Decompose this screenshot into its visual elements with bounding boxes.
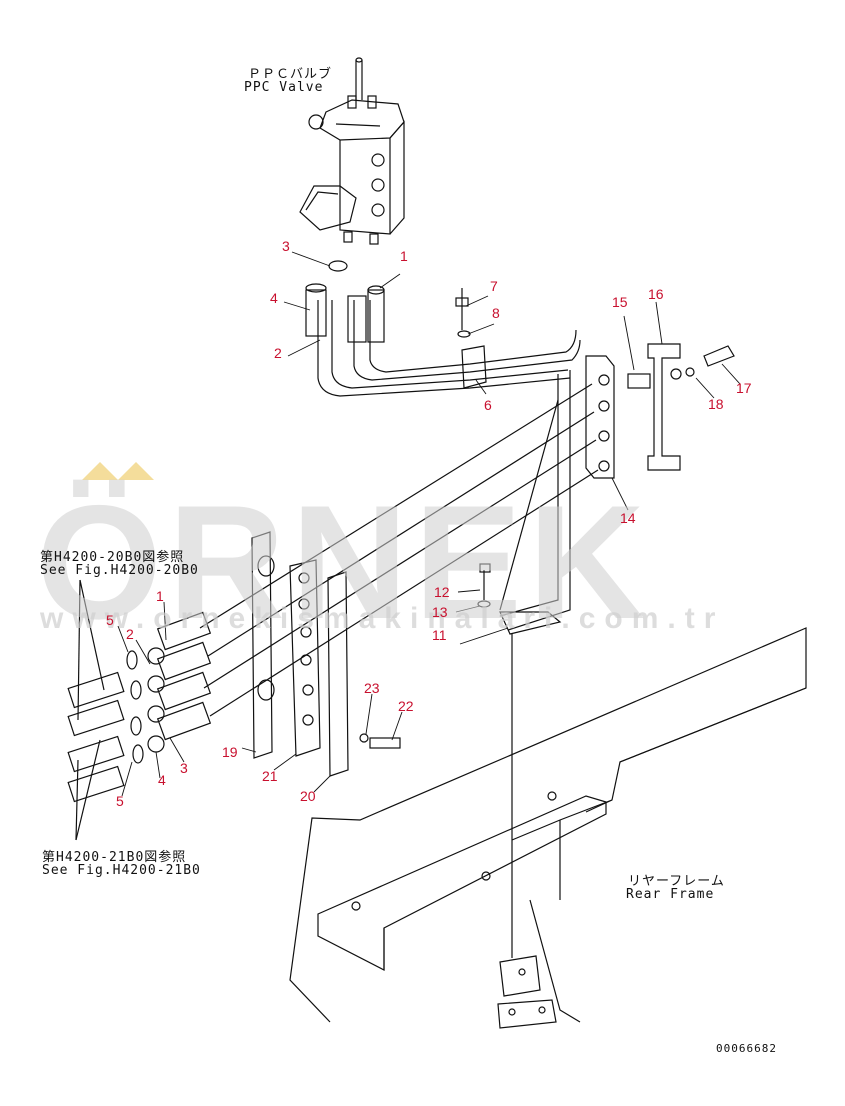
part-number-3-left: 3 (180, 760, 188, 776)
part-number-17: 17 (736, 380, 752, 396)
part-number-6: 6 (484, 397, 492, 413)
part-number-5-top: 5 (106, 612, 114, 628)
part-number-16: 16 (648, 286, 664, 302)
bracket-16 (627, 343, 735, 471)
part-number-19: 19 (222, 744, 238, 760)
ppc-valve (299, 57, 405, 245)
watermark-url: www.ornekismakinalari.com.tr (40, 602, 725, 635)
bracket-14 (499, 355, 615, 635)
part-number-18: 18 (708, 396, 724, 412)
part-number-13: 13 (432, 604, 448, 620)
part-number-1-top: 1 (400, 248, 408, 264)
part-number-8: 8 (492, 305, 500, 321)
part-number-1-left: 1 (156, 588, 164, 604)
rear-frame-label-en: Rear Frame (626, 887, 715, 902)
ppc-valve-label-en: PPC Valve (244, 80, 324, 95)
part-number-21: 21 (262, 768, 278, 784)
fig21-label-en: See Fig.H4200-21B0 (42, 863, 201, 878)
part-number-22: 22 (398, 698, 414, 714)
part-number-3-top: 3 (282, 238, 290, 254)
part-number-11: 11 (432, 627, 447, 643)
drawing-code: 00066682 (716, 1042, 777, 1055)
left-fittings (67, 579, 212, 841)
clamp-plates (251, 531, 401, 777)
watermark-dot-right (118, 462, 154, 480)
bolt-12 (477, 563, 491, 608)
part-number-4-left: 4 (158, 772, 166, 788)
watermark-dot-left (82, 462, 118, 480)
part-number-20: 20 (300, 788, 316, 804)
watermark-brand: ÖRNEK (36, 472, 652, 653)
part-number-15: 15 (612, 294, 628, 310)
fig20-label-en: See Fig.H4200-20B0 (40, 563, 199, 578)
part-number-7: 7 (490, 278, 498, 294)
upper-pipes (305, 260, 581, 397)
part-number-12: 12 (434, 584, 450, 600)
part-number-4-top: 4 (270, 290, 278, 306)
rear-frame (289, 627, 807, 1029)
fig20-label-jp: 第H4200-20B0図参照 (40, 550, 185, 565)
part-number-23: 23 (364, 680, 380, 696)
fig21-label-jp: 第H4200-21B0図参照 (42, 850, 187, 865)
part-number-14: 14 (620, 510, 636, 526)
long-hoses (199, 383, 599, 717)
part-number-2-left: 2 (126, 626, 134, 642)
ppc-valve-label-jp: ＰＰＣバルブ (248, 67, 333, 82)
leader-lines (117, 251, 741, 797)
rear-frame-label-jp: リヤーフレーム (628, 874, 725, 889)
part-number-5-bottom: 5 (116, 793, 124, 809)
part-number-2-top: 2 (274, 345, 282, 361)
